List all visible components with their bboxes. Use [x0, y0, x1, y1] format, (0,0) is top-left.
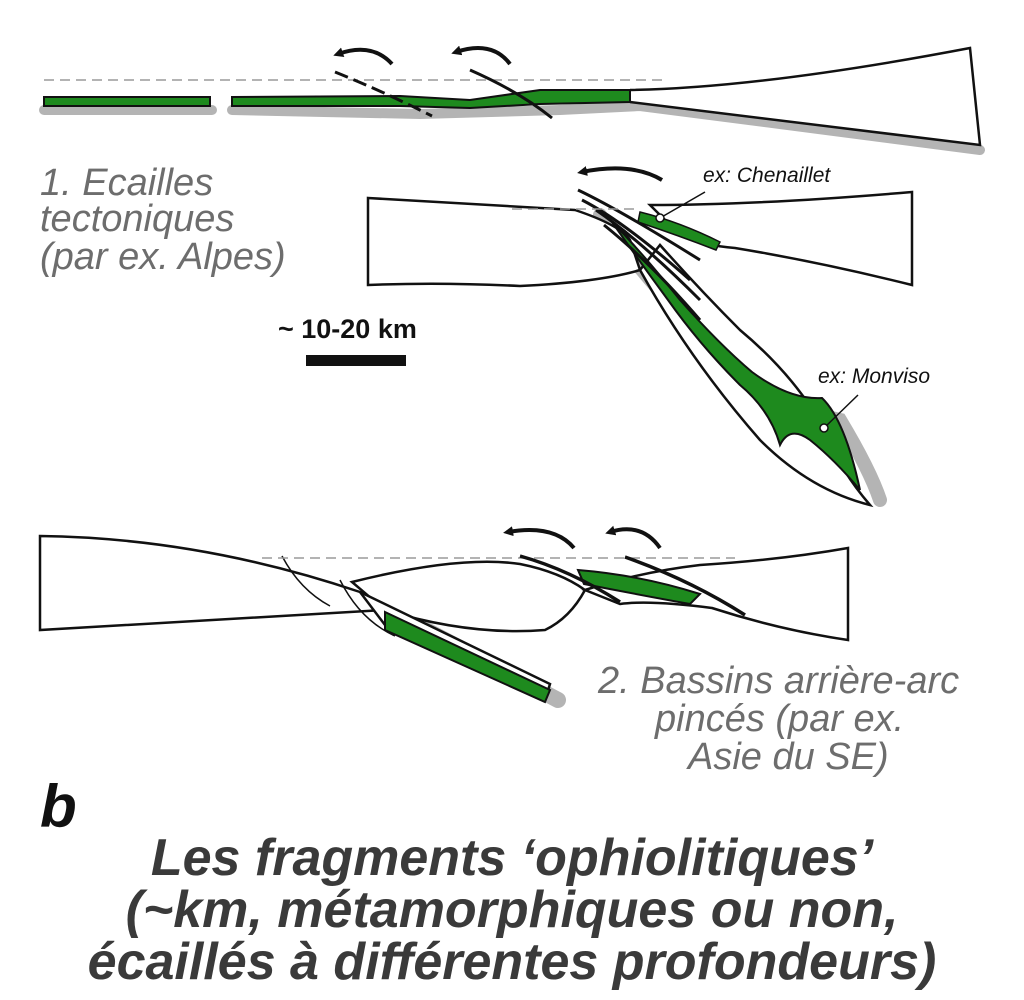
- thrust-fault-1b: [469, 68, 553, 120]
- section-1-tectonic-scales: [39, 45, 985, 155]
- thin-fault-2b: [339, 579, 396, 637]
- motion-arrow-1b: [451, 45, 512, 66]
- thrust-fault-2a: [519, 554, 621, 604]
- title-line-2: (~km, métamorphiques ou non,: [125, 881, 899, 939]
- section-2-backarc-basins: [38, 525, 850, 708]
- label-backarc-2: pincés (par ex.: [655, 698, 905, 740]
- leader-monviso: [823, 394, 859, 429]
- imbricate-scale-4: [603, 223, 702, 321]
- motion-arrow-3b: [605, 525, 662, 550]
- ophiolite-basin-slice: [576, 568, 702, 606]
- point-monviso: [819, 423, 829, 433]
- imbricate-scale-1: [577, 188, 701, 262]
- thrust-fault-2b: [624, 555, 746, 617]
- overriding-plate-1: [629, 46, 982, 147]
- label-chenaillet: ex: Chenaillet: [703, 164, 831, 187]
- left-arc-block: [38, 534, 389, 632]
- scale-bar-label: ~ 10-20 km: [278, 314, 417, 344]
- title-line-3: écaillés à différentes profondeurs): [87, 933, 937, 991]
- ophiolite-strip-slab: [384, 610, 552, 704]
- motion-arrow-3a: [503, 526, 576, 550]
- imbricate-scale-3: [595, 208, 702, 302]
- imbricate-scale-2: [581, 198, 691, 282]
- label-tectonic-scales-3: (par ex. Alpes): [40, 236, 286, 278]
- motion-arrow-2: [577, 166, 664, 182]
- thin-plate-left: [43, 96, 211, 107]
- label-backarc-1: 2. Bassins arrière-arc: [598, 660, 960, 702]
- motion-arrow-1a: [333, 47, 394, 66]
- label-tectonic-scales-1: 1. Ecailles: [40, 162, 214, 204]
- label-tectonic-scales-2: tectoniques: [40, 198, 235, 240]
- scale-bar: [306, 355, 406, 366]
- label-monviso: ex: Monviso: [818, 365, 931, 388]
- thrust-fault-1a: [334, 70, 433, 118]
- plate-shadow-1: [39, 100, 985, 155]
- label-backarc-3: Asie du SE): [688, 736, 889, 778]
- title-line-1: Les fragments ‘ophiolitiques’: [150, 829, 874, 887]
- section-alps-subduction: [306, 166, 914, 508]
- right-arc-block: [581, 546, 850, 642]
- ophiolite-body-monviso: [611, 221, 861, 491]
- thin-fault-2a: [281, 555, 331, 607]
- leader-chenaillet: [659, 191, 706, 219]
- point-chenaillet: [655, 213, 665, 223]
- panel-letter: b: [40, 773, 77, 840]
